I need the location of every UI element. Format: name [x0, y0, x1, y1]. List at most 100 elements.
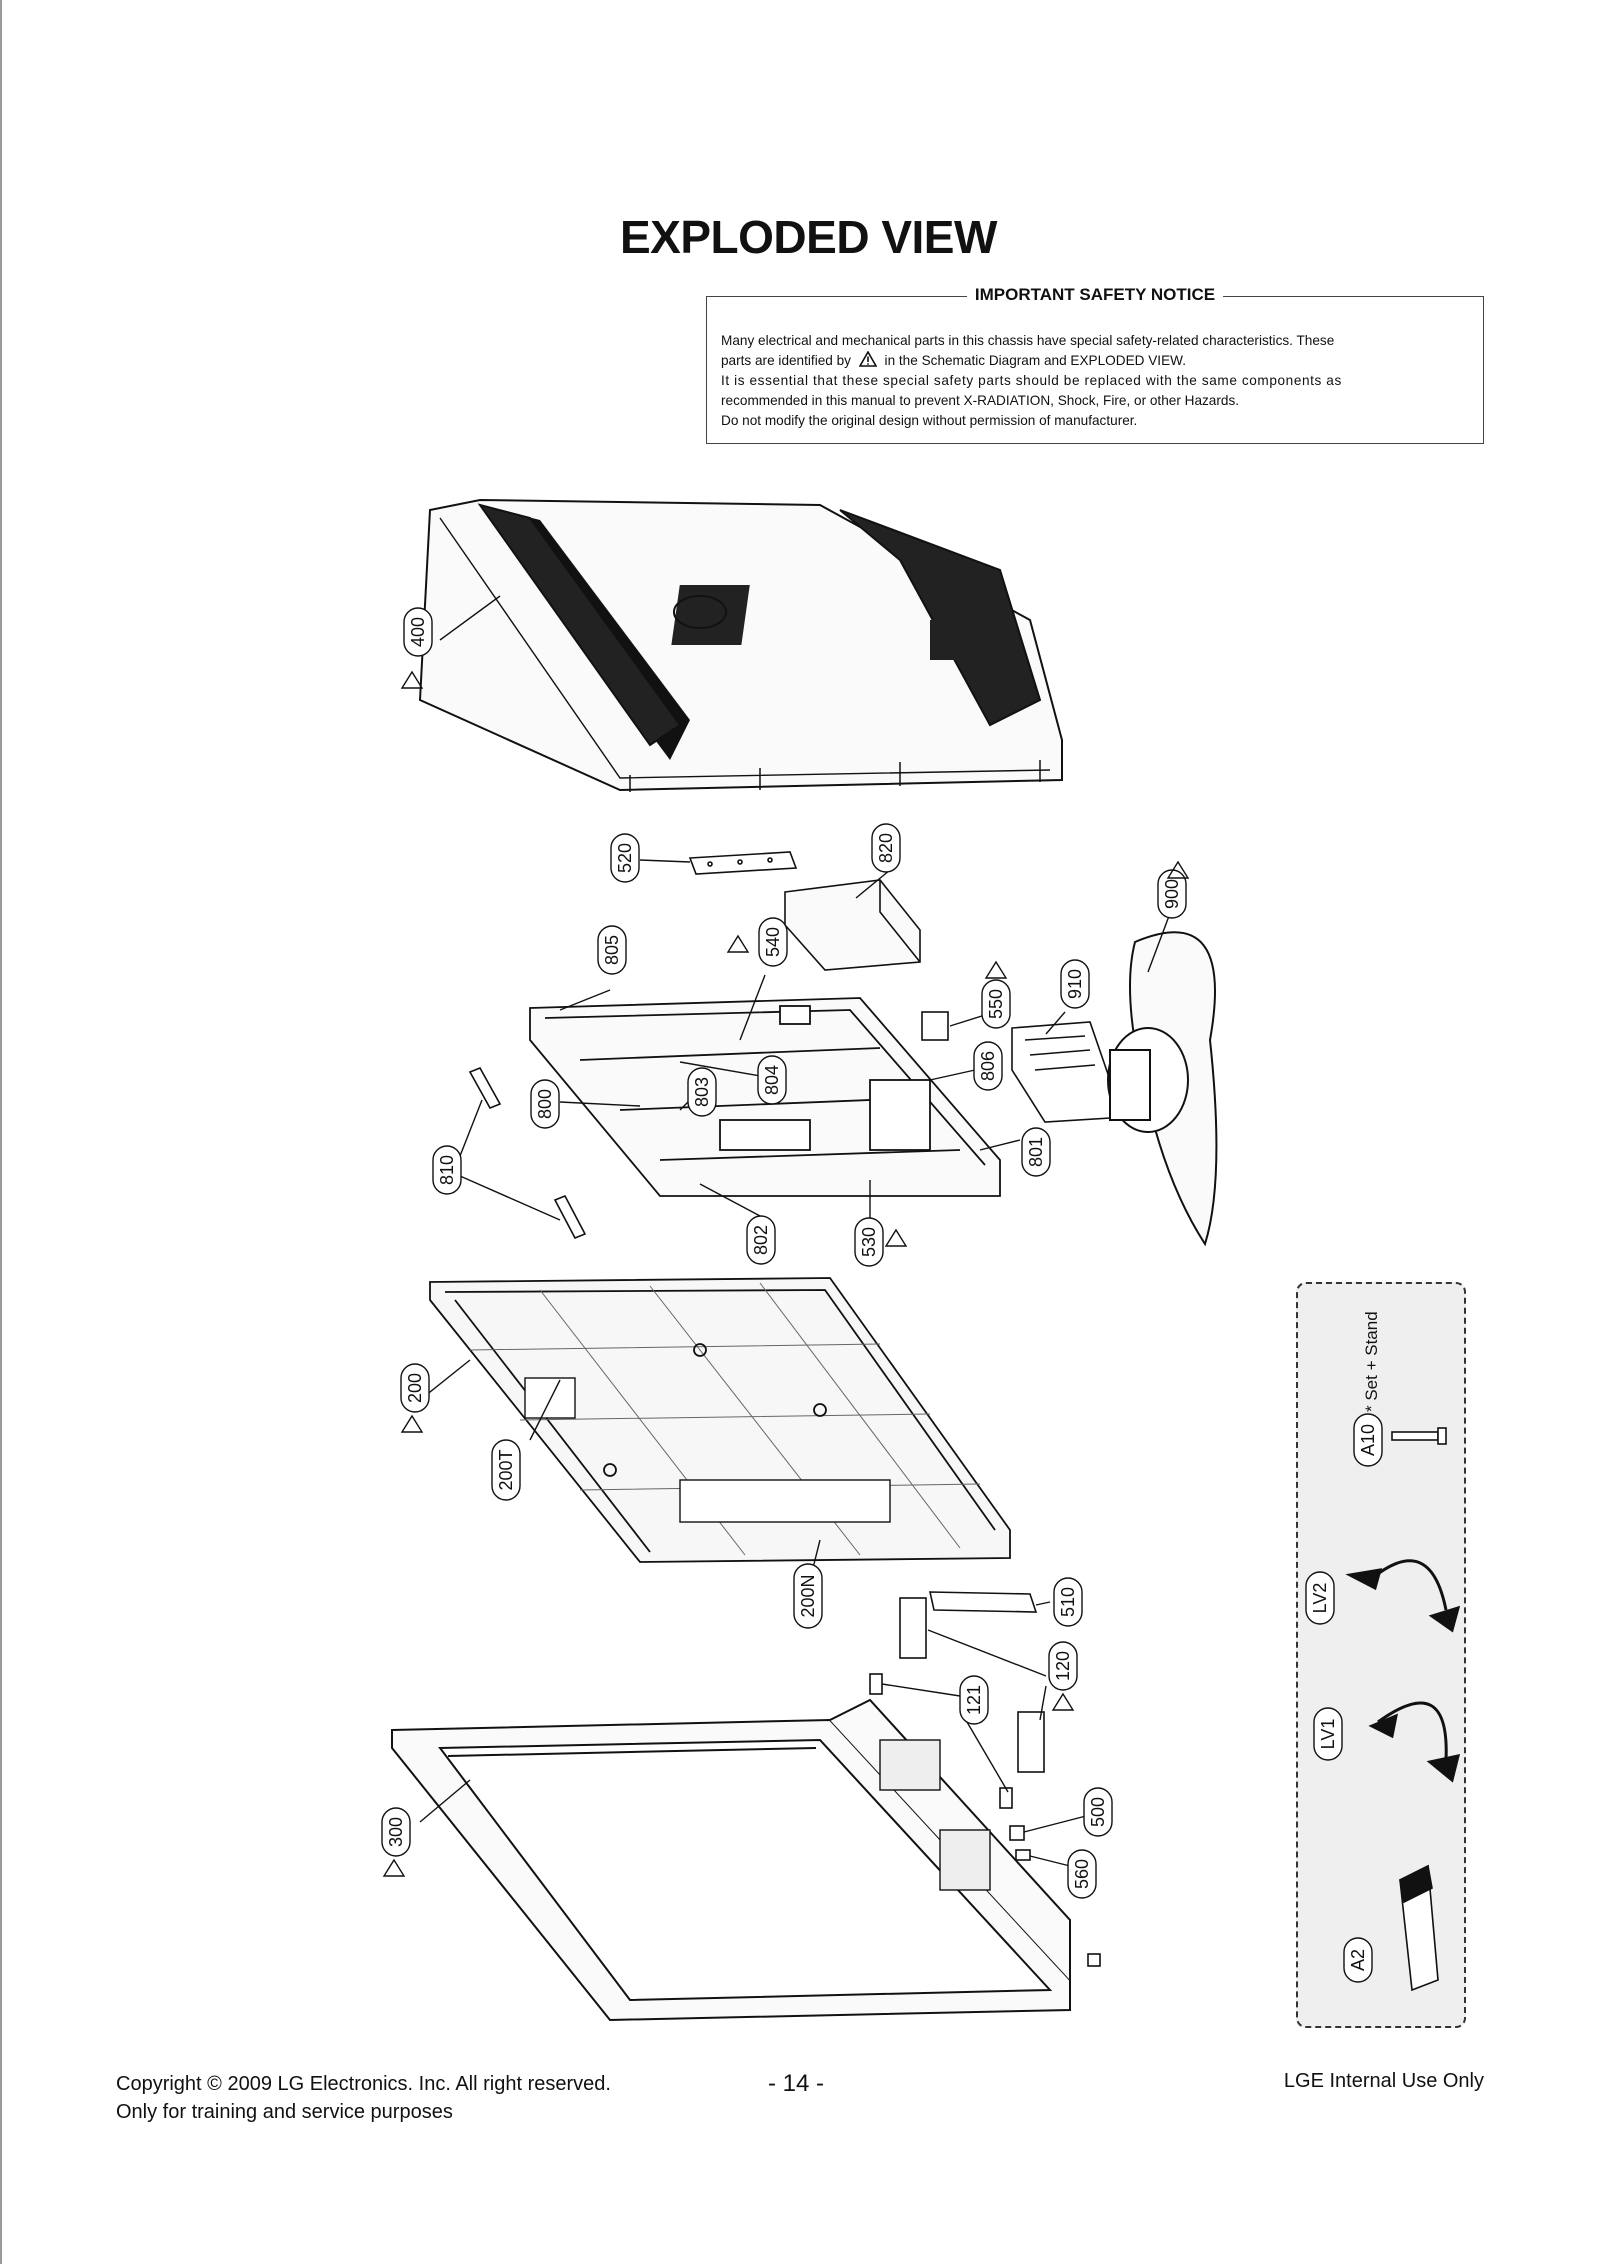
svg-text:200: 200 [405, 1373, 425, 1403]
bracket-810-part [468, 1066, 587, 1240]
accessory-lv2-cable-icon [1345, 1559, 1461, 1633]
svg-text:510: 510 [1058, 1587, 1078, 1617]
callout-520: 520 [610, 833, 640, 883]
notice-line-2: parts are identified by in the Schematic… [721, 351, 1469, 371]
warning-triangle-icon [884, 1228, 908, 1247]
safety-notice-heading: IMPORTANT SAFETY NOTICE [966, 285, 1224, 304]
svg-text:820: 820 [876, 833, 896, 863]
safety-warning-markers [382, 670, 1190, 1877]
callout-120: 120 [1048, 1641, 1078, 1691]
board-510-part [928, 1591, 1038, 1613]
board-120-lower-part [1017, 1711, 1045, 1773]
svg-text:810: 810 [437, 1155, 457, 1185]
warning-triangle-icon [1051, 1692, 1075, 1711]
copyright-line-1: Copyright © 2009 LG Electronics. Inc. Al… [116, 2073, 611, 2095]
warning-triangle-icon [400, 670, 424, 689]
stand-base-900-part [1107, 931, 1218, 1247]
svg-text:802: 802 [751, 1225, 771, 1255]
callout-300: 300 [381, 1807, 411, 1857]
callout-801: 801 [1021, 1127, 1051, 1177]
svg-text:520: 520 [615, 843, 635, 873]
svg-text:500: 500 [1088, 1797, 1108, 1827]
svg-text:530: 530 [859, 1227, 879, 1257]
svg-text:800: 800 [535, 1089, 555, 1119]
svg-text:200T: 200T [496, 1449, 516, 1490]
callout-lv2: LV2 [1305, 1571, 1335, 1625]
part-550 [921, 1011, 949, 1041]
accessory-box [1296, 1282, 1466, 2028]
callout-804: 804 [757, 1055, 787, 1105]
callout-200T: 200T [491, 1439, 521, 1501]
front-bezel-300-part [391, 1698, 1071, 2022]
callout-806: 806 [973, 1041, 1003, 1091]
callout-a2: A2 [1343, 1937, 1373, 1983]
notice-line-1: Many electrical and mechanical parts in … [721, 333, 1335, 348]
part-121-lower [999, 1787, 1013, 1809]
svg-text:805: 805 [602, 935, 622, 965]
svg-text:803: 803 [692, 1077, 712, 1107]
warning-triangle-icon [382, 1858, 406, 1877]
svg-text:300: 300 [386, 1817, 406, 1847]
callout-560: 560 [1067, 1849, 1097, 1899]
safety-notice-body: Many electrical and mechanical parts in … [721, 331, 1469, 431]
svg-text:801: 801 [1026, 1137, 1046, 1167]
warning-triangle-icon [984, 960, 1008, 979]
callout-820: 820 [871, 823, 901, 873]
shield-820-part [784, 879, 921, 971]
svg-text:400: 400 [408, 617, 428, 647]
small-parts [869, 1591, 1101, 1967]
callout-510: 510 [1053, 1577, 1083, 1627]
callout-500: 500 [1083, 1787, 1113, 1837]
svg-text:LV2: LV2 [1310, 1583, 1330, 1614]
safety-notice-heading-wrap: IMPORTANT SAFETY NOTICE [707, 285, 1483, 305]
notice-line-3: It is essential that these special safet… [721, 373, 1342, 388]
callout-803: 803 [687, 1067, 717, 1117]
accessory-lv1-cable-icon [1368, 1701, 1461, 1783]
panel-module-200-part [429, 1277, 1011, 1563]
callout-200N: 200N [793, 1563, 823, 1629]
callout-400: 400 [403, 607, 433, 657]
notice-line-2a: parts are identified by [721, 353, 851, 368]
stand-bracket-910-part [1011, 1021, 1111, 1123]
notice-line-5: Do not modify the original design withou… [721, 413, 1138, 428]
copyright-line-2: Only for training and service purposes [116, 2101, 453, 2123]
footer-internal: LGE Internal Use Only [1283, 2070, 1484, 2092]
part-screw [1087, 1953, 1101, 1967]
part-560 [1015, 1849, 1031, 1861]
board-520-part [688, 851, 798, 875]
callout-a10: A10 [1353, 1413, 1383, 1467]
callout-810: 810 [432, 1145, 462, 1195]
part-121-upper [869, 1673, 883, 1695]
footer-copyright: Copyright © 2009 LG Electronics. Inc. Al… [116, 2070, 611, 2126]
callout-800: 800 [530, 1079, 560, 1129]
warning-triangle-icon [858, 351, 877, 367]
warning-triangle-icon [400, 1414, 424, 1433]
part-500 [1009, 1825, 1025, 1841]
page-title: EXPLODED VIEW [620, 211, 997, 263]
svg-text:550: 550 [986, 989, 1006, 1019]
callout-labels: 400 520 820 900 805 540 550 910 [381, 607, 1383, 1983]
notice-line-4: recommended in this manual to prevent X-… [721, 393, 1240, 408]
callout-802: 802 [746, 1215, 776, 1265]
svg-text:560: 560 [1072, 1859, 1092, 1889]
page-edge [0, 0, 2, 2264]
callout-121: 121 [959, 1675, 989, 1725]
callout-200: 200 [400, 1363, 430, 1413]
svg-text:910: 910 [1065, 969, 1085, 999]
svg-text:900: 900 [1162, 879, 1182, 909]
svg-text:A2: A2 [1348, 1949, 1368, 1971]
svg-text:LV1: LV1 [1318, 1719, 1338, 1750]
svg-text:806: 806 [978, 1051, 998, 1081]
safety-notice-box: IMPORTANT SAFETY NOTICE Many electrical … [706, 285, 1484, 444]
svg-text:120: 120 [1053, 1651, 1073, 1681]
accessory-a10-screw-icon [1391, 1427, 1447, 1445]
callout-lv1: LV1 [1313, 1707, 1343, 1761]
callout-900: 900 [1157, 869, 1187, 919]
board-120-upper-part [899, 1597, 927, 1659]
callout-530: 530 [854, 1217, 884, 1267]
svg-text:A10: A10 [1358, 1424, 1378, 1456]
accessory-a2-remote-icon [1399, 1864, 1439, 1992]
svg-text:200N: 200N [798, 1574, 818, 1617]
svg-text:540: 540 [763, 927, 783, 957]
